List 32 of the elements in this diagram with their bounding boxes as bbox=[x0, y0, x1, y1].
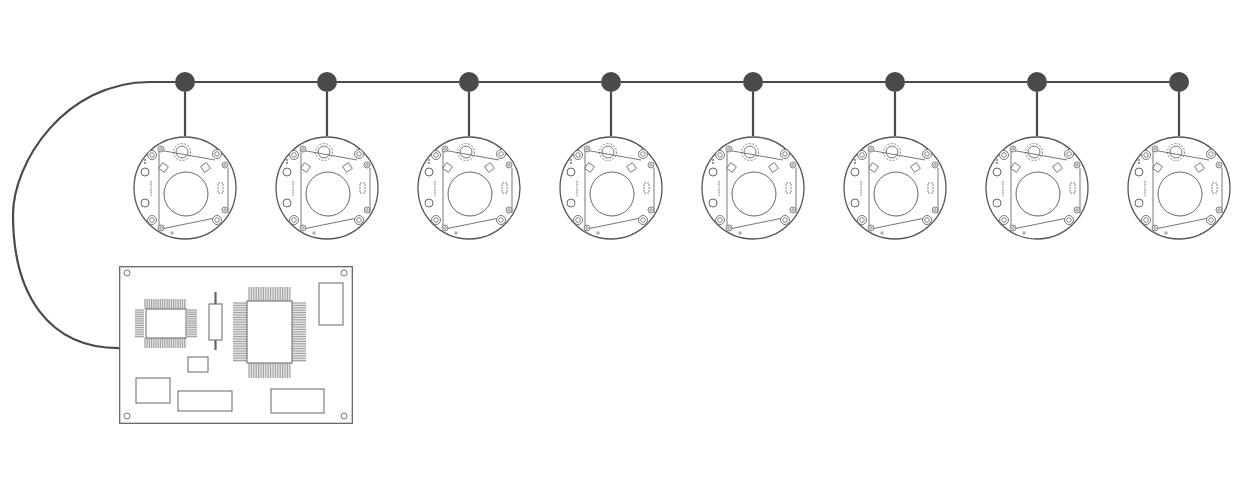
round-circuit-board bbox=[133, 136, 237, 240]
round-circuit-board bbox=[701, 136, 805, 240]
round-circuit-board bbox=[985, 136, 1089, 240]
junction-dot bbox=[1169, 72, 1189, 92]
wire bbox=[479, 80, 601, 84]
wire bbox=[183, 92, 187, 136]
wire bbox=[11, 80, 175, 350]
wire bbox=[1035, 92, 1039, 136]
wire bbox=[763, 80, 885, 84]
wire bbox=[751, 92, 755, 136]
wire bbox=[1177, 92, 1181, 136]
wire bbox=[905, 80, 1027, 84]
junction-dot bbox=[1027, 72, 1047, 92]
wire bbox=[325, 92, 329, 136]
round-circuit-board bbox=[417, 136, 521, 240]
junction-dot bbox=[175, 72, 195, 92]
junction-dot bbox=[601, 72, 621, 92]
round-circuit-board bbox=[1127, 136, 1231, 240]
wire bbox=[1047, 80, 1169, 84]
junction-dot bbox=[317, 72, 337, 92]
round-circuit-board bbox=[843, 136, 947, 240]
wire bbox=[893, 92, 897, 136]
wire bbox=[609, 92, 613, 136]
junction-dot bbox=[885, 72, 905, 92]
wire bbox=[467, 92, 471, 136]
junction-dot bbox=[459, 72, 479, 92]
junction-dot bbox=[743, 72, 763, 92]
round-circuit-board bbox=[559, 136, 663, 240]
round-circuit-board bbox=[275, 136, 379, 240]
wire bbox=[337, 80, 459, 84]
wire bbox=[621, 80, 743, 84]
wire bbox=[195, 80, 317, 84]
